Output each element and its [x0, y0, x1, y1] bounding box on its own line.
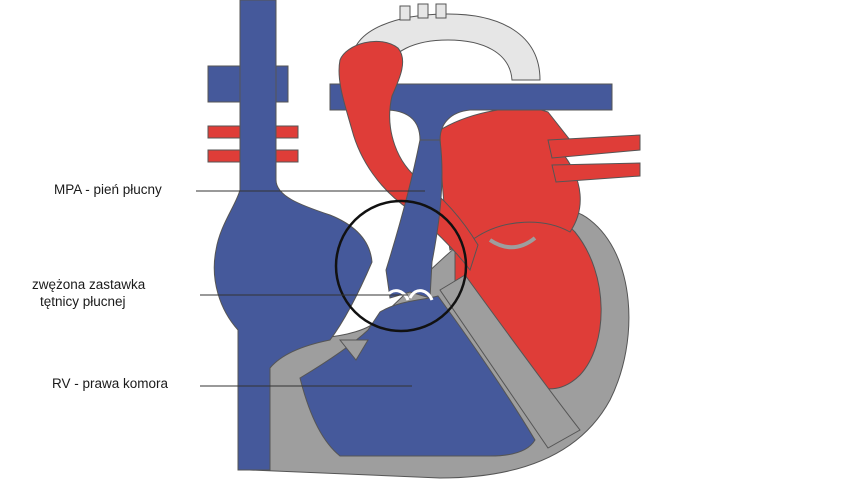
valve-cusp-right: [408, 289, 434, 301]
leader-lines: [196, 190, 425, 387]
pulmonary-vein-upper: [547, 134, 641, 159]
main-pulmonary-artery: [385, 139, 443, 299]
mitral-valve: [488, 236, 537, 250]
vena-cava-right-atrium: [213, 0, 373, 471]
interventricular-septum: [439, 274, 581, 449]
aortic-branch-3: [435, 3, 447, 19]
aortic-arch: [351, 3, 541, 81]
pulmonary-veins-right: [547, 134, 641, 183]
aorta-ascending: [338, 40, 479, 272]
valve-highlight-circle: [334, 199, 468, 333]
tricuspid-valve: [338, 339, 369, 361]
right-ventricle: [299, 295, 536, 457]
aortic-branch-2: [417, 3, 429, 19]
label-narrowed-valve-line2: tętnicy płucnej: [40, 294, 126, 309]
label-narrowed-valve-line1: zwężona zastawka: [32, 277, 146, 292]
aortic-branch-1: [399, 5, 411, 21]
pulmonary-vein-lower: [551, 162, 641, 183]
label-rv: RV - prawa komora: [52, 376, 169, 391]
label-mpa: MPA - pień płucny: [54, 182, 162, 197]
